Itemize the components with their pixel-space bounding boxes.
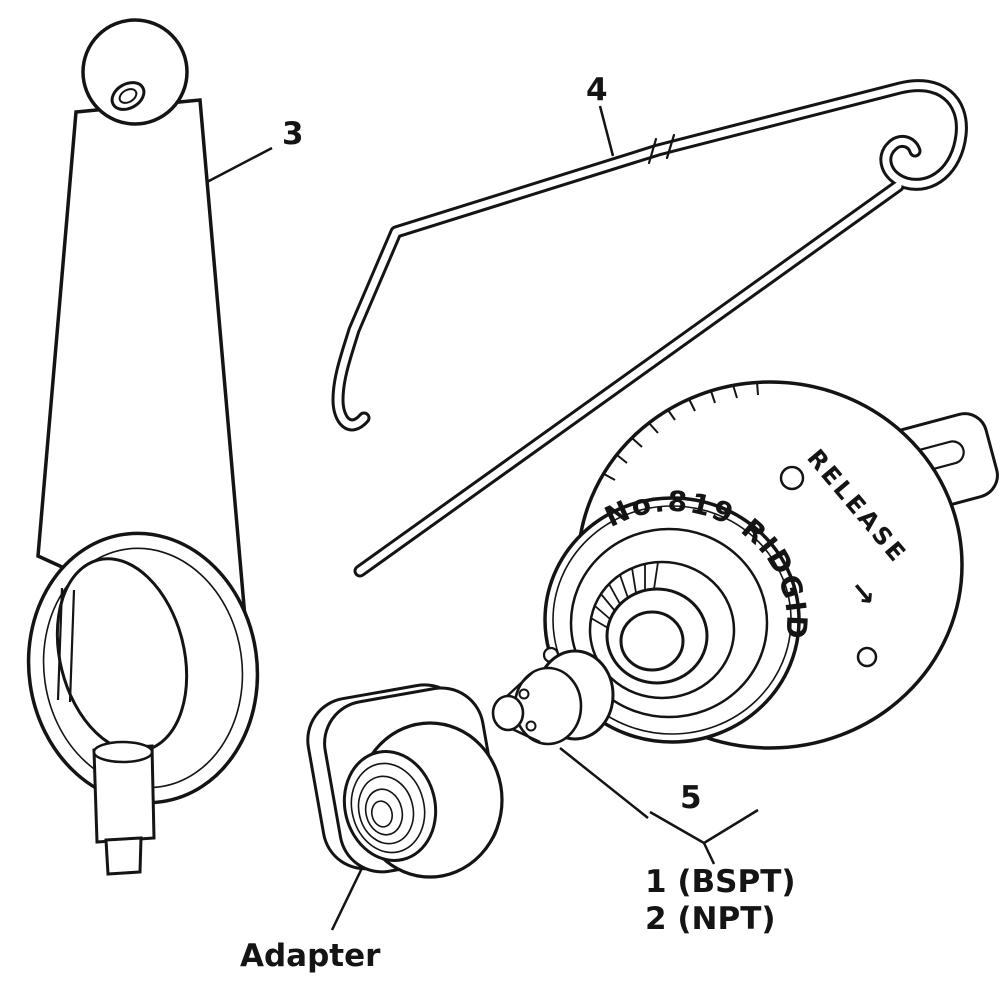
callout-3: 3 xyxy=(282,116,304,152)
knurl-tick xyxy=(648,422,659,434)
chuck-jaw-serrations xyxy=(590,561,659,629)
release-rod-part4 xyxy=(331,79,968,578)
wrench-head xyxy=(81,18,189,126)
adapter-thread xyxy=(350,762,426,854)
wire-core xyxy=(334,82,965,575)
knurl-tick xyxy=(756,381,759,396)
insert-hole xyxy=(525,720,537,732)
knurl-tick xyxy=(631,437,643,448)
adapter xyxy=(306,683,504,879)
serration-tick xyxy=(619,574,629,599)
chuck-knurling xyxy=(603,381,759,481)
knurl-tick xyxy=(710,390,716,404)
callout-adapter: Adapter xyxy=(240,938,381,974)
adapter-thread xyxy=(371,800,393,828)
callout-4: 4 xyxy=(586,72,608,108)
adapter-thread xyxy=(357,775,415,845)
chuck-screw-right xyxy=(856,646,878,668)
insert-part5 xyxy=(491,646,615,746)
knurl-tick xyxy=(616,454,628,464)
leader-line-adapter xyxy=(330,867,364,931)
serration-tick xyxy=(594,605,611,620)
leader-line-5 xyxy=(559,747,649,819)
wrench-ring-inner-line xyxy=(42,547,244,789)
insert-side-line xyxy=(504,671,534,699)
knurl-tick xyxy=(667,409,676,421)
knurl-tick xyxy=(603,473,616,481)
chuck-bore-inner xyxy=(619,610,685,672)
wrench-head-hole-inner xyxy=(118,88,138,104)
spanner-wrench-part3 xyxy=(26,18,260,876)
knurl-tick xyxy=(732,384,738,399)
leader-line-4 xyxy=(598,105,615,157)
wire-crimp-tick xyxy=(647,137,658,165)
insert-hole xyxy=(518,688,530,700)
callout-variant-2: 2 (NPT) xyxy=(645,901,776,937)
leader-line-3 xyxy=(206,146,273,184)
chuck-screw-top xyxy=(779,465,805,491)
callout-5: 5 xyxy=(680,780,702,816)
knurl-tick xyxy=(688,398,696,412)
wrench-slot-line xyxy=(68,589,76,703)
serration-tick xyxy=(600,593,616,612)
insert-tip xyxy=(491,694,525,732)
wrench-slot-line xyxy=(56,587,64,701)
serration-tick xyxy=(590,617,609,629)
callout-variant-1: 1 (BSPT) xyxy=(645,864,796,900)
serration-tick xyxy=(608,583,621,605)
chuck-face-rim xyxy=(552,505,792,735)
callouts: 3 4 5 1 (BSPT) 2 (NPT) Adapter xyxy=(206,72,796,974)
variant-bracket xyxy=(649,808,759,845)
adapter-thread xyxy=(364,788,404,836)
wrench-pin-tip xyxy=(104,836,143,876)
wire-crimp-tick xyxy=(665,133,676,160)
insert-side-line xyxy=(509,726,541,744)
wrench-pin-collar xyxy=(92,740,154,764)
serration-tick xyxy=(631,567,637,594)
serration-tick xyxy=(653,561,659,590)
variant-stem xyxy=(702,842,716,865)
